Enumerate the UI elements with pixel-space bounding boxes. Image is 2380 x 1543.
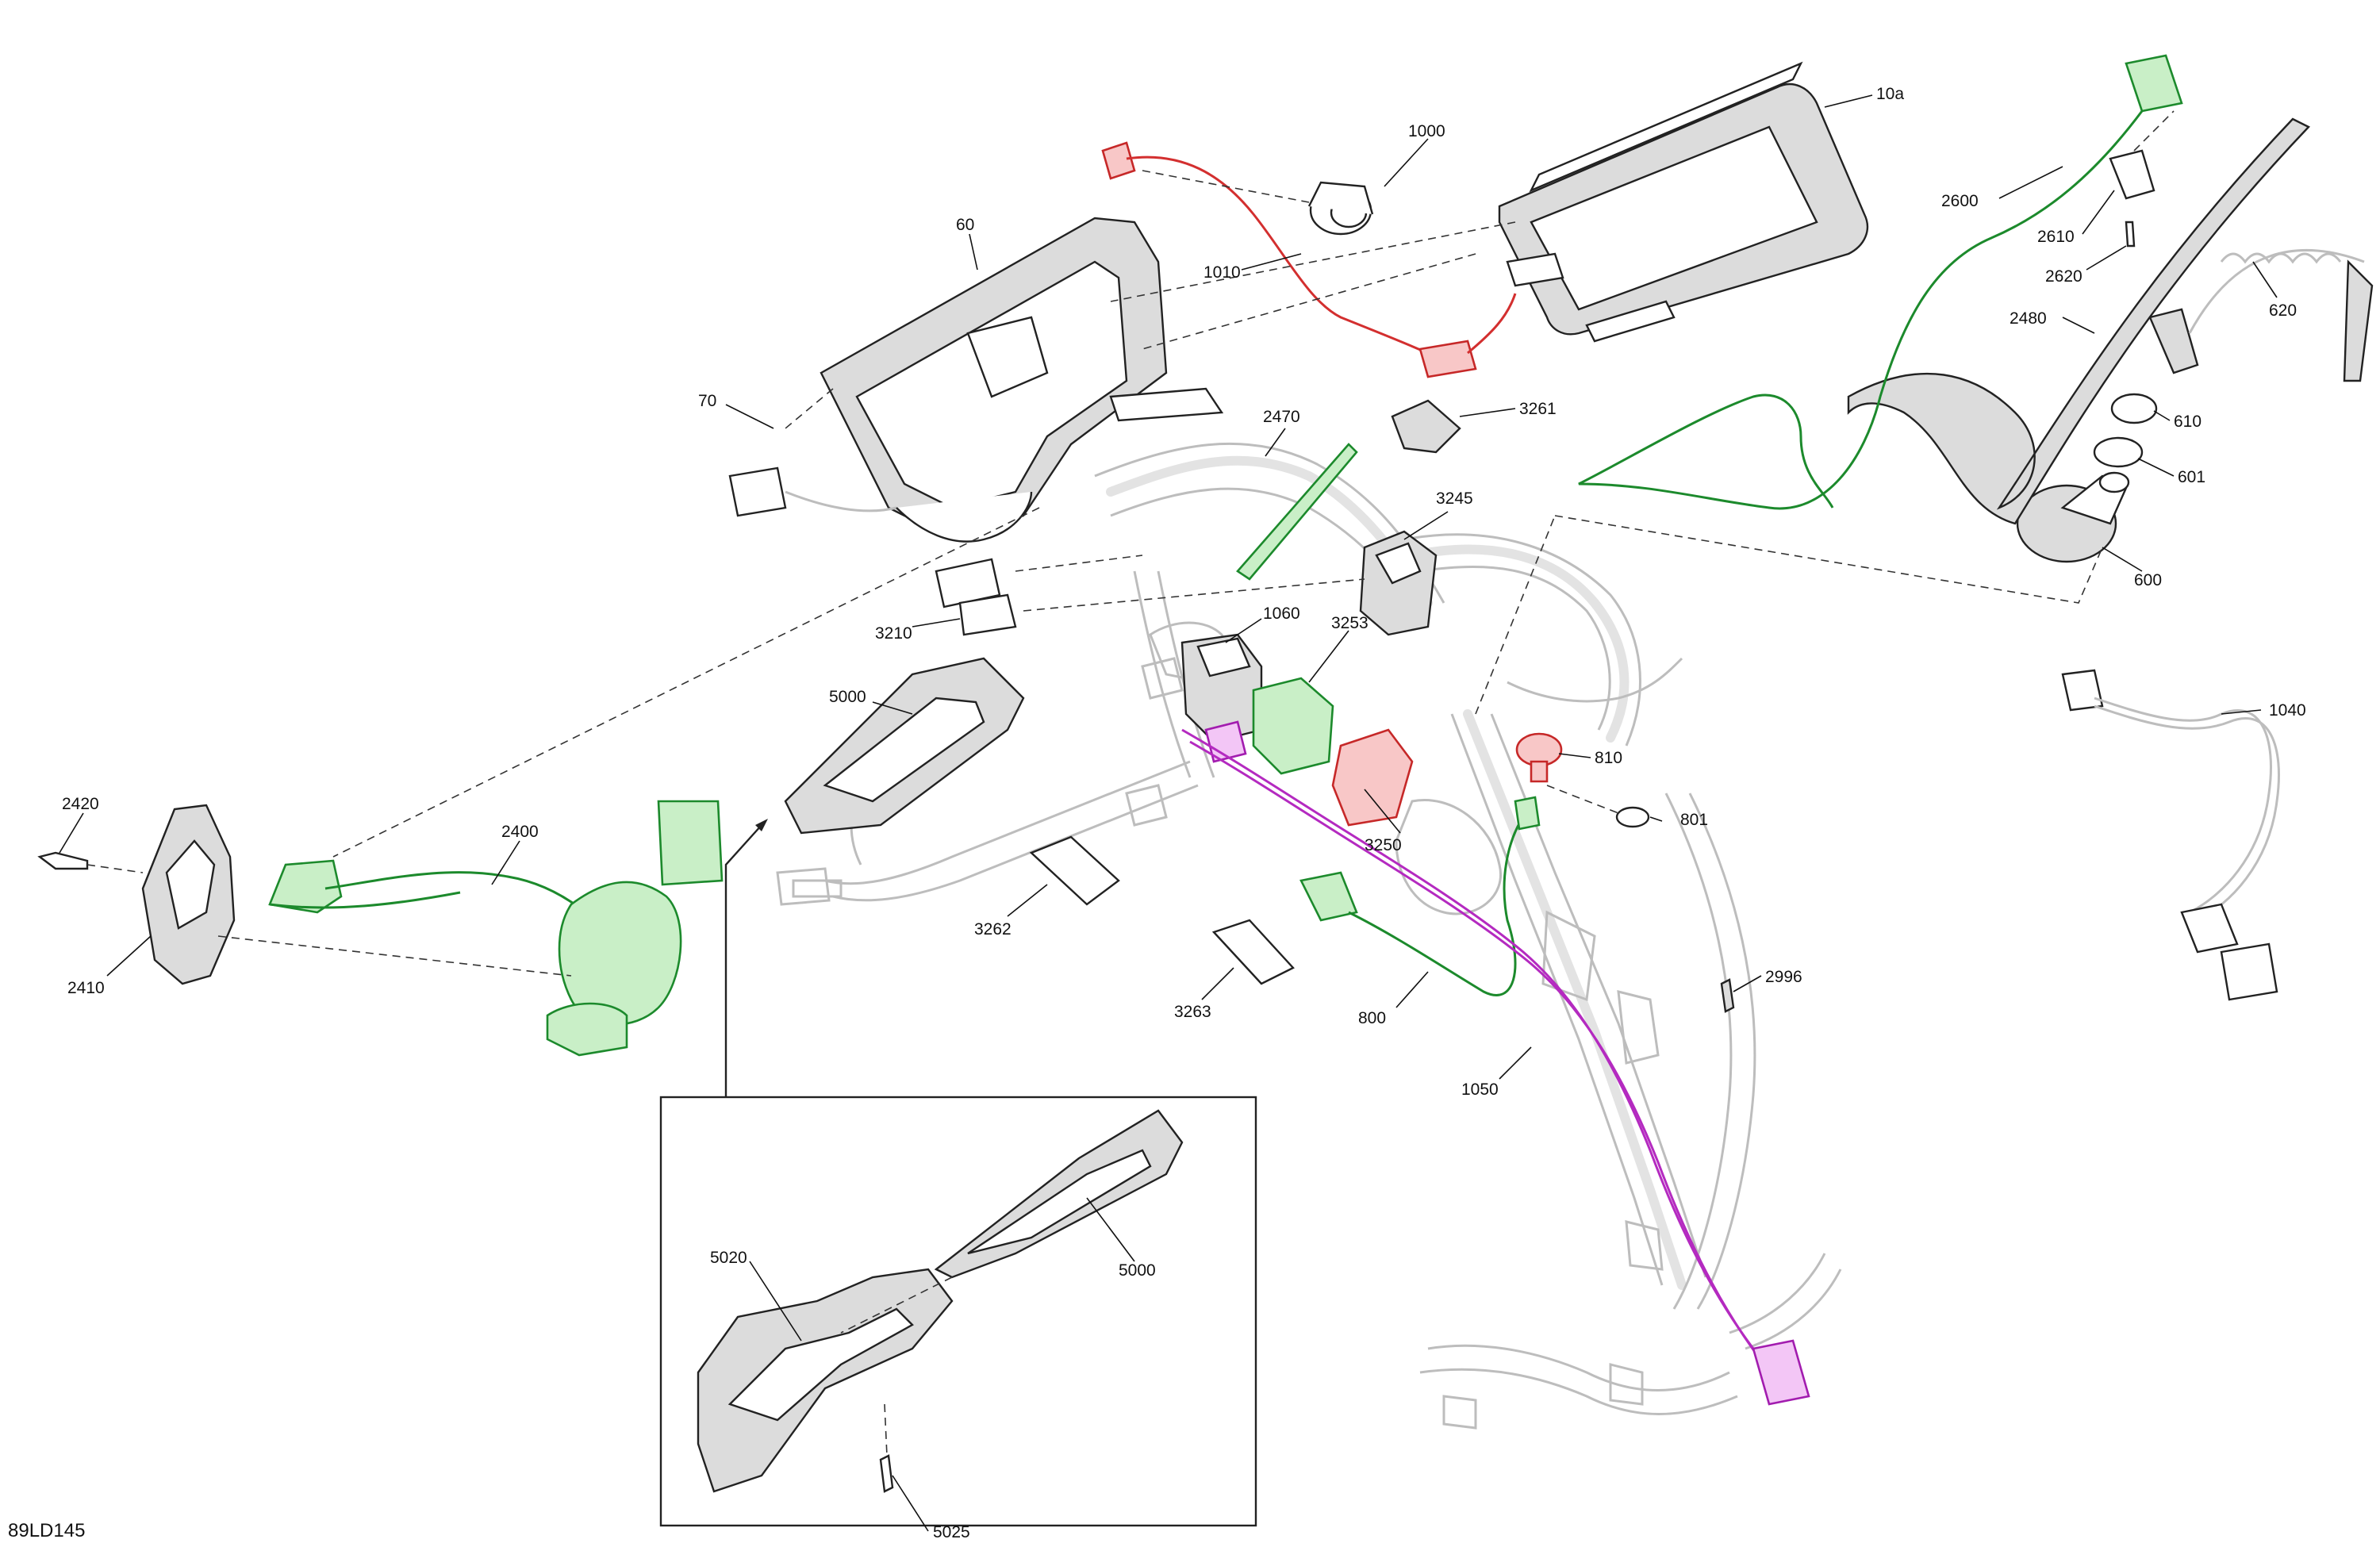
harness-2600 (1578, 54, 2183, 510)
bracket-2410 (141, 804, 236, 985)
callout-610: 610 (2174, 413, 2202, 431)
bolt-2996 (1720, 978, 1735, 1013)
bezel-3262 (1029, 835, 1120, 906)
stalk-2470 (1236, 443, 1358, 581)
callout-3250: 3250 (1365, 836, 1402, 854)
callout-5000: 5000 (829, 688, 866, 706)
dash-housing-60 (728, 217, 1224, 543)
harness-1010 (1101, 141, 1517, 378)
bezel-3263 (1211, 919, 1295, 985)
screw-2420 (37, 851, 89, 870)
pin-2620 (2125, 221, 2136, 248)
switch-3253 (1252, 677, 1334, 775)
callout-600: 600 (2134, 571, 2162, 589)
instrument-cluster-10a (1498, 61, 1869, 343)
callout-2996: 2996 (1765, 968, 1802, 986)
callout-5000-inset: 5000 (1119, 1261, 1156, 1280)
callout-800: 800 (1358, 1009, 1386, 1027)
callout-5025: 5025 (933, 1523, 970, 1541)
callout-2410: 2410 (67, 979, 105, 997)
switch-3245 (1359, 530, 1438, 636)
switch-2610 (2109, 149, 2155, 200)
callout-2400: 2400 (501, 823, 539, 841)
callout-3262: 3262 (974, 920, 1012, 938)
callout-3253: 3253 (1331, 614, 1368, 632)
callout-5020: 5020 (710, 1249, 747, 1267)
callout-1050: 1050 (1461, 1080, 1499, 1099)
diagram-code: 89LD145 (8, 1520, 85, 1541)
module-5000 (784, 657, 1025, 835)
harness-1050 (1181, 720, 1810, 1406)
harness-1040 (2061, 669, 2280, 1001)
bezel-3261 (1391, 399, 1461, 454)
callout-801: 801 (1680, 811, 1708, 829)
callout-2620: 2620 (2045, 267, 2082, 286)
callout-601: 601 (2178, 468, 2205, 486)
connectors-3210 (935, 558, 1017, 636)
callout-1060: 1060 (1263, 605, 1300, 623)
tube-2480 (1847, 117, 2310, 525)
callout-2610: 2610 (2037, 228, 2075, 246)
harness-2400 (268, 800, 724, 1057)
callout-810: 810 (1595, 749, 1622, 767)
callout-70: 70 (698, 392, 716, 410)
key-620 (2148, 249, 2374, 382)
callout-1000: 1000 (1408, 122, 1445, 140)
ignition-600 (2016, 471, 2130, 563)
callout-3210: 3210 (875, 624, 912, 643)
power-socket-1000 (1307, 181, 1374, 236)
nut-801 (1615, 806, 1650, 828)
leader-lines (59, 94, 2278, 1532)
callout-1040: 1040 (2269, 701, 2306, 720)
callout-3263: 3263 (1174, 1003, 1211, 1021)
callout-2420: 2420 (62, 795, 99, 813)
callout-3245: 3245 (1436, 489, 1473, 508)
harness-800 (1299, 796, 1541, 996)
nut-610 (2110, 393, 2158, 424)
callout-620: 620 (2269, 301, 2297, 320)
callout-60: 60 (956, 216, 974, 234)
assembly-lines (86, 110, 2175, 977)
inset-detail (659, 819, 1257, 1527)
callout-2600: 2600 (1941, 192, 1979, 210)
callout-3261: 3261 (1519, 400, 1557, 418)
switch-3250 (1331, 728, 1414, 827)
callout-2480: 2480 (2010, 309, 2047, 328)
callout-labels: 10a 1000 1010 60 70 2470 3261 3245 3210 … (8, 85, 2306, 1541)
button-810 (1515, 732, 1563, 783)
callout-2470: 2470 (1263, 408, 1300, 426)
callout-10a: 10a (1876, 85, 1904, 103)
callout-1010: 1010 (1203, 263, 1241, 282)
ring-601 (2093, 436, 2144, 468)
